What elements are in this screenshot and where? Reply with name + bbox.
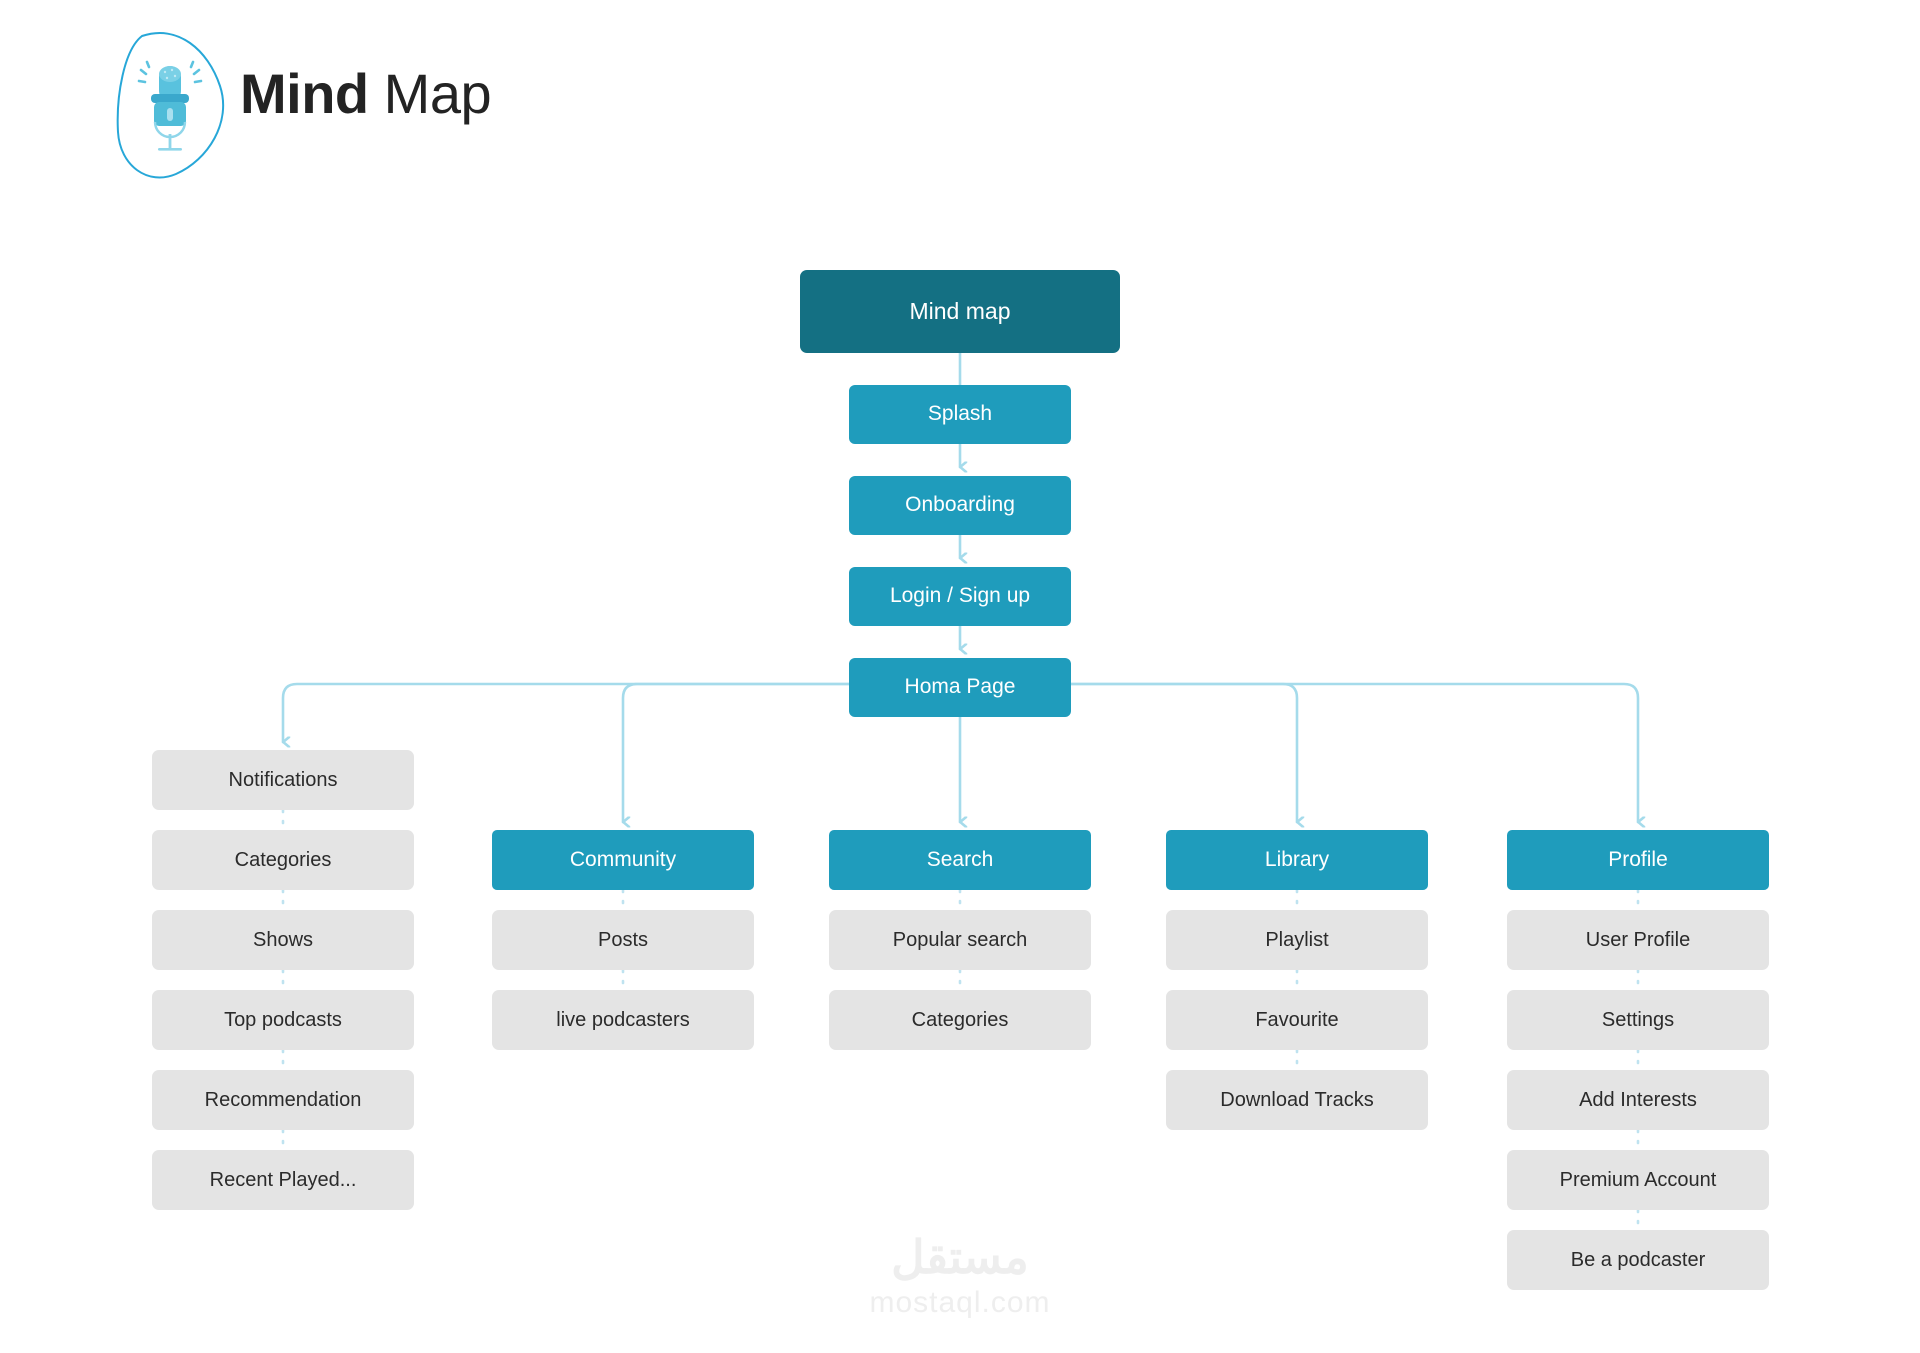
node-label: Popular search — [892, 928, 1028, 951]
node-library[interactable]: Library — [1166, 830, 1428, 890]
node-label: Homa Page — [904, 675, 1016, 699]
node-favourite[interactable]: Favourite — [1166, 990, 1428, 1050]
node-label: Shows — [252, 928, 314, 951]
node-label: Be a podcaster — [1570, 1248, 1706, 1271]
node-premium-account[interactable]: Premium Account — [1507, 1150, 1769, 1210]
node-label: Favourite — [1255, 1008, 1339, 1031]
microphone-logo-icon — [112, 28, 234, 180]
node-shows[interactable]: Shows — [152, 910, 414, 970]
node-add-interests[interactable]: Add Interests — [1507, 1070, 1769, 1130]
node-label: Settings — [1601, 1008, 1675, 1031]
node-label: User Profile — [1585, 928, 1691, 951]
node-login-signup[interactable]: Login / Sign up — [849, 567, 1071, 626]
node-user-profile[interactable]: User Profile — [1507, 910, 1769, 970]
watermark-arabic: مستقل — [891, 1231, 1029, 1283]
node-playlist[interactable]: Playlist — [1166, 910, 1428, 970]
node-profile[interactable]: Profile — [1507, 830, 1769, 890]
node-categories-home[interactable]: Categories — [152, 830, 414, 890]
node-label: Recent Played... — [209, 1168, 357, 1191]
node-label: Profile — [1608, 847, 1668, 871]
node-top-podcasts[interactable]: Top podcasts — [152, 990, 414, 1050]
node-label: Onboarding — [905, 493, 1015, 517]
node-label: Posts — [597, 928, 649, 951]
node-label: Categories — [911, 1008, 1009, 1031]
brand-name-strong: Mind — [240, 62, 369, 125]
node-label: Add Interests — [1579, 1088, 1697, 1111]
node-settings[interactable]: Settings — [1507, 990, 1769, 1050]
node-label: Top podcasts — [224, 1008, 342, 1031]
watermark-latin: mostaql.com — [869, 1285, 1051, 1319]
node-splash[interactable]: Splash — [849, 385, 1071, 444]
node-label: Categories — [234, 848, 332, 871]
node-label: Download Tracks — [1220, 1088, 1374, 1111]
node-be-a-podcaster[interactable]: Be a podcaster — [1507, 1230, 1769, 1290]
node-recent-played[interactable]: Recent Played... — [152, 1150, 414, 1210]
node-label: Mind map — [909, 298, 1011, 325]
node-label: Community — [569, 847, 677, 871]
node-search-categories[interactable]: Categories — [829, 990, 1091, 1050]
node-label: live podcasters — [556, 1008, 690, 1031]
node-mind-map-root[interactable]: Mind map — [800, 270, 1120, 353]
node-community[interactable]: Community — [492, 830, 754, 890]
node-label: Login / Sign up — [889, 584, 1031, 608]
mostaql-watermark: مستقل mostaql.com — [810, 1232, 1110, 1322]
node-label: Recommendation — [204, 1088, 362, 1111]
node-popular-search[interactable]: Popular search — [829, 910, 1091, 970]
node-live-podcasters[interactable]: live podcasters — [492, 990, 754, 1050]
node-download-tracks[interactable]: Download Tracks — [1166, 1070, 1428, 1130]
brand-header: Mind Map — [112, 22, 542, 182]
node-notifications[interactable]: Notifications — [152, 750, 414, 810]
node-search[interactable]: Search — [829, 830, 1091, 890]
node-recommendation[interactable]: Recommendation — [152, 1070, 414, 1130]
page-title: Mind Map — [240, 66, 492, 122]
node-label: Notifications — [228, 768, 338, 791]
brand-name-light: Map — [368, 62, 492, 125]
node-homa-page[interactable]: Homa Page — [849, 658, 1071, 717]
node-label: Splash — [927, 402, 993, 426]
node-label: Search — [926, 847, 994, 871]
node-onboarding[interactable]: Onboarding — [849, 476, 1071, 535]
node-label: Playlist — [1265, 928, 1329, 951]
node-label: Library — [1264, 847, 1330, 871]
node-posts[interactable]: Posts — [492, 910, 754, 970]
node-label: Premium Account — [1559, 1168, 1717, 1191]
